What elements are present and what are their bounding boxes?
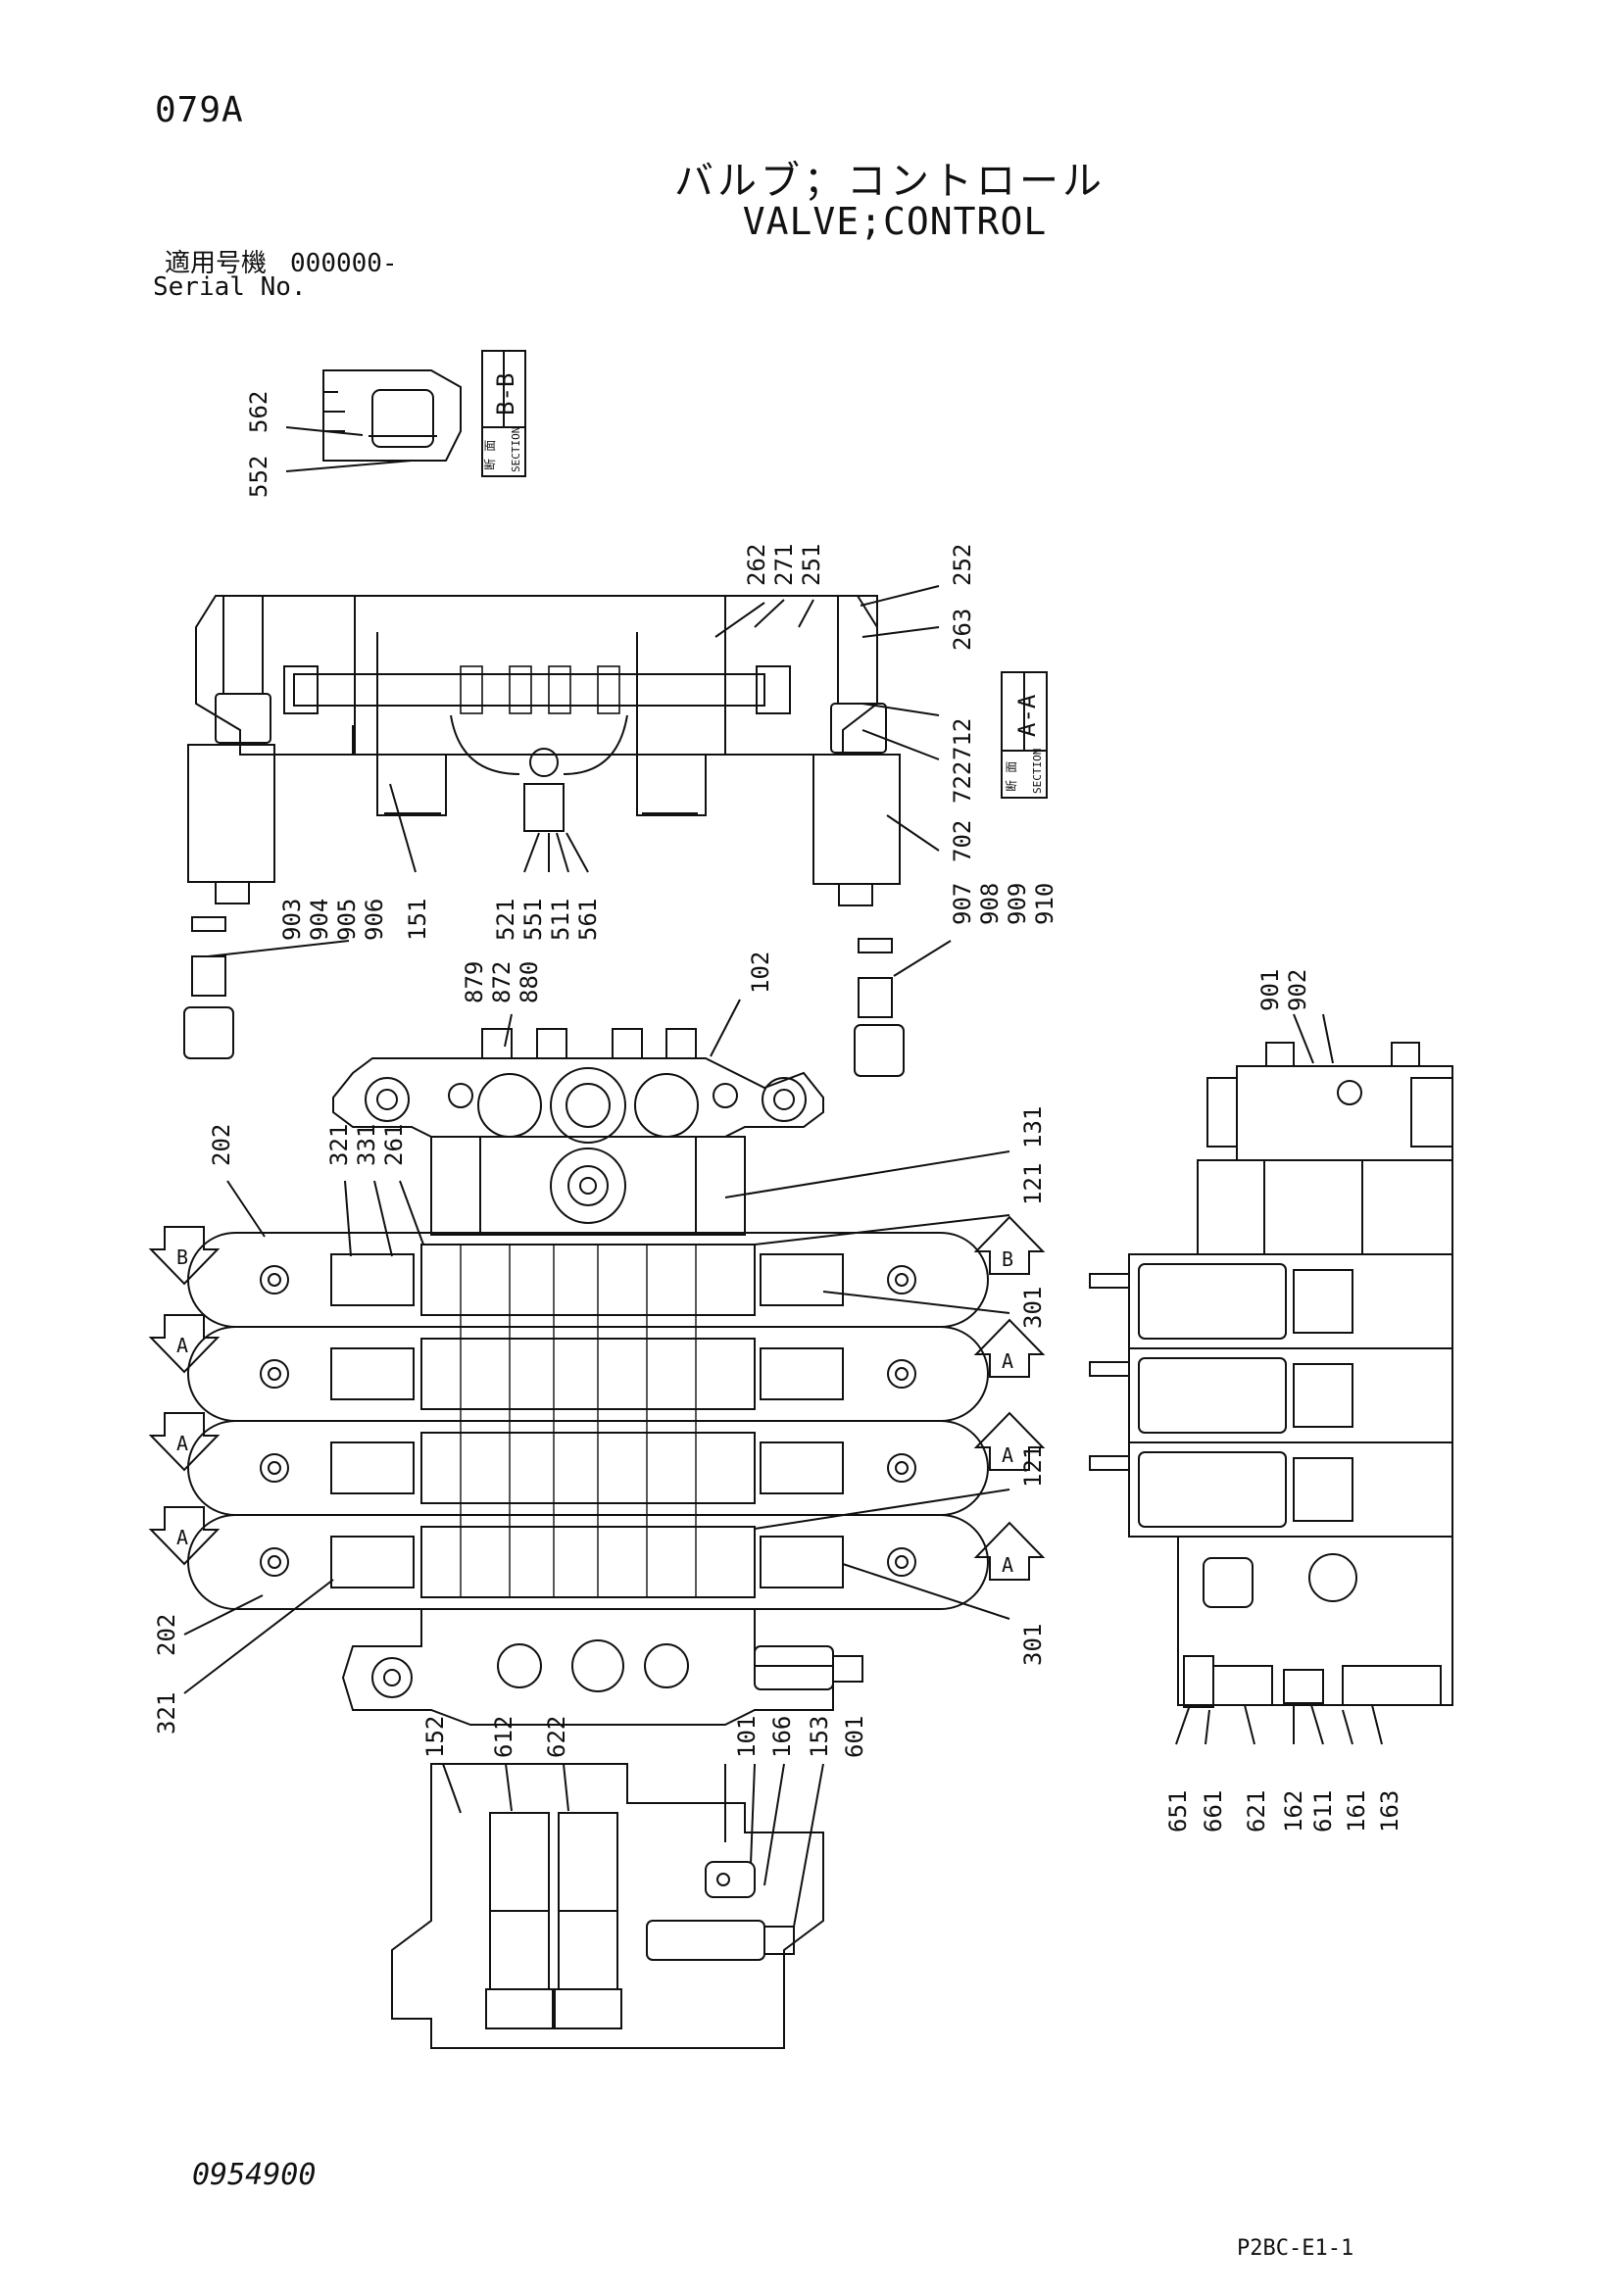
view-arrow-b-right: B	[1002, 1247, 1013, 1271]
section-aa-label: 断 面 SECTION A-A	[1001, 671, 1048, 799]
part-621: 621	[1243, 1790, 1270, 1832]
part-131: 131	[1019, 1106, 1047, 1148]
part-166: 166	[768, 1716, 796, 1758]
section-bb-view: 断 面 SECTION B-B	[285, 350, 526, 477]
section-aa-view: 断 面 SECTION A-A	[183, 585, 1048, 1077]
part-601: 601	[841, 1716, 868, 1758]
title-japanese: バルブ；コントロール	[674, 159, 1106, 204]
view-arrow-a-left-2: A	[176, 1432, 188, 1455]
serial-value: 000000-	[290, 249, 398, 278]
part-263: 263	[949, 609, 976, 651]
part-121-bottom: 121	[1019, 1445, 1047, 1488]
part-611: 611	[1309, 1790, 1337, 1832]
part-301-bottom: 301	[1019, 1624, 1047, 1666]
section-aa-id: A-A	[1013, 694, 1041, 737]
view-arrow-b-left: B	[176, 1246, 188, 1269]
valve-section-1	[187, 1232, 989, 1328]
bottom-section-view	[391, 1763, 824, 2049]
part-903: 903	[278, 899, 306, 941]
part-102: 102	[747, 952, 774, 994]
valve-section-3	[187, 1420, 989, 1516]
part-162: 162	[1280, 1790, 1307, 1832]
section-aa-en: SECTION	[1031, 749, 1044, 794]
section-bb-jp: 断 面	[482, 440, 497, 470]
main-valve-front-view: B A A A B A A A	[148, 999, 1046, 1726]
part-271: 271	[770, 544, 798, 586]
view-arrow-a-right-2: A	[1002, 1443, 1013, 1467]
part-202-top: 202	[208, 1124, 235, 1166]
part-252: 252	[949, 544, 976, 586]
part-152: 152	[421, 1716, 449, 1758]
part-612: 612	[490, 1716, 517, 1758]
part-551: 551	[519, 899, 547, 941]
section-bb-id: B-B	[492, 373, 519, 415]
title-english: VALVE;CONTROL	[742, 200, 1048, 243]
part-909: 909	[1004, 883, 1031, 925]
part-301-top: 301	[1019, 1287, 1047, 1329]
part-872: 872	[488, 961, 516, 1003]
part-879: 879	[461, 961, 488, 1003]
part-906: 906	[361, 899, 388, 941]
part-901: 901	[1256, 969, 1284, 1011]
serial-label-jp: 適用号機 000000-	[165, 243, 398, 279]
part-331: 331	[353, 1124, 380, 1166]
serial-label-en: Serial No.	[153, 272, 307, 302]
view-arrows-left: B A A A	[148, 1226, 221, 1566]
part-661: 661	[1200, 1790, 1227, 1832]
part-163: 163	[1376, 1790, 1403, 1832]
part-number-labels: 552 562 262 271 251 252 263 712 722 702 …	[153, 391, 1403, 1832]
view-arrow-a-left-1: A	[176, 1334, 188, 1357]
part-121-top: 121	[1019, 1163, 1047, 1205]
part-622: 622	[543, 1716, 570, 1758]
part-262: 262	[743, 544, 770, 586]
part-702: 702	[949, 820, 976, 862]
part-561: 561	[574, 899, 602, 941]
part-722: 722	[949, 761, 976, 804]
page-number: 079A	[155, 90, 244, 130]
part-521: 521	[492, 899, 519, 941]
part-905: 905	[333, 899, 361, 941]
part-321-bottom: 321	[153, 1692, 180, 1734]
section-bb-en: SECTION	[510, 427, 522, 472]
view-arrow-a-left-3: A	[176, 1526, 188, 1549]
view-arrow-a-right-1: A	[1002, 1349, 1013, 1373]
part-908: 908	[976, 883, 1004, 925]
part-910: 910	[1031, 883, 1058, 925]
part-151: 151	[404, 899, 431, 941]
reference-code: P2BC-E1-1	[1237, 2236, 1354, 2261]
side-view-solenoids	[1089, 1253, 1453, 1538]
part-161: 161	[1343, 1790, 1370, 1832]
part-552: 552	[245, 456, 272, 498]
view-arrow-a-right-3: A	[1002, 1553, 1013, 1577]
part-202-bottom: 202	[153, 1614, 180, 1656]
part-651: 651	[1164, 1790, 1192, 1832]
part-101: 101	[733, 1716, 761, 1758]
part-261: 261	[380, 1124, 408, 1166]
view-arrows-right: B A A A	[973, 1215, 1046, 1581]
serial-label-jp-text: 適用号機	[165, 249, 268, 278]
section-bb-label: 断 面 SECTION B-B	[481, 350, 526, 477]
part-251: 251	[798, 544, 825, 586]
part-907: 907	[949, 883, 976, 925]
part-562: 562	[245, 391, 272, 433]
part-902: 902	[1284, 969, 1311, 1011]
part-511: 511	[547, 899, 574, 941]
part-904: 904	[306, 899, 333, 941]
part-321-top: 321	[325, 1124, 353, 1166]
section-aa-jp: 断 面	[1004, 761, 1018, 792]
part-880: 880	[516, 961, 543, 1003]
part-712: 712	[949, 718, 976, 760]
part-153: 153	[806, 1716, 833, 1758]
drawing-number: 0954900	[192, 2158, 317, 2192]
valve-section-4	[187, 1514, 989, 1610]
valve-section-2	[187, 1326, 989, 1422]
side-view	[1089, 1013, 1453, 1745]
